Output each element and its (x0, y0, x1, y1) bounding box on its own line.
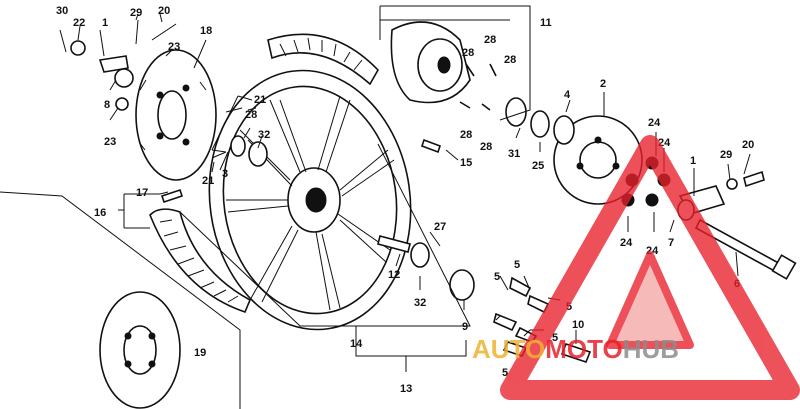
part-labels: 30 22 29 20 1 23 8 23 18 21 28 32 21 3 1… (56, 5, 754, 395)
label-31: 31 (508, 148, 520, 160)
watermark-text-hub: HUB (623, 334, 679, 364)
tire-lower (149, 208, 252, 313)
watermark-text-moto: MOTO (545, 334, 623, 364)
label-1b: 1 (690, 155, 696, 167)
final-drive-housing (390, 21, 471, 104)
label-18: 18 (200, 25, 212, 37)
label-9: 9 (462, 321, 468, 333)
label-13: 13 (400, 383, 412, 395)
label-29b: 29 (720, 149, 732, 161)
label-11: 11 (540, 17, 552, 29)
rear-wheel (208, 69, 412, 331)
leader-lines (0, 5, 751, 409)
tire-upper (267, 33, 379, 86)
label-17: 17 (136, 187, 148, 199)
label-5b: 5 (494, 271, 500, 283)
label-1a: 1 (102, 17, 108, 29)
label-3: 3 (222, 168, 228, 180)
label-19: 19 (194, 347, 206, 359)
front-brake-disc (99, 291, 181, 409)
label-28a: 28 (245, 109, 257, 121)
watermark-text-auto: AUTO (472, 334, 545, 364)
label-14: 14 (350, 338, 363, 350)
bearings (70, 40, 575, 301)
label-23a: 23 (168, 41, 180, 53)
label-2: 2 (600, 78, 606, 90)
label-32b: 32 (414, 297, 426, 309)
label-32a: 32 (258, 129, 270, 141)
label-12: 12 (388, 269, 400, 281)
label-7: 7 (668, 237, 674, 249)
label-5d: 5 (552, 332, 558, 344)
label-5e: 5 (502, 367, 508, 379)
label-28e: 28 (460, 129, 472, 141)
label-25: 25 (532, 160, 544, 172)
label-21b: 21 (202, 175, 214, 187)
label-5a: 5 (514, 259, 520, 271)
label-16: 16 (94, 207, 106, 219)
label-24c: 24 (620, 237, 633, 249)
label-20b: 20 (742, 139, 754, 151)
watermark: AUTOMOTOHUB (472, 135, 800, 400)
svg-text:AUTOMOTOHUB: AUTOMOTOHUB (472, 334, 679, 364)
label-5c: 5 (566, 301, 572, 313)
label-27: 27 (434, 221, 446, 233)
label-4: 4 (564, 89, 571, 101)
label-10: 10 (572, 319, 584, 331)
label-21a: 21 (254, 94, 266, 106)
watermark-triangle (500, 135, 800, 400)
label-20a: 20 (158, 5, 170, 17)
label-15: 15 (460, 157, 472, 169)
label-28d: 28 (504, 54, 516, 66)
label-8: 8 (104, 99, 110, 111)
label-28c: 28 (462, 47, 474, 59)
rear-brake-disc (135, 49, 217, 181)
label-22: 22 (73, 17, 85, 29)
label-29a: 29 (130, 7, 142, 19)
label-30: 30 (56, 5, 68, 17)
label-28b: 28 (484, 34, 496, 46)
label-23b: 23 (104, 136, 116, 148)
label-24a: 24 (648, 117, 661, 129)
label-28f: 28 (480, 141, 492, 153)
